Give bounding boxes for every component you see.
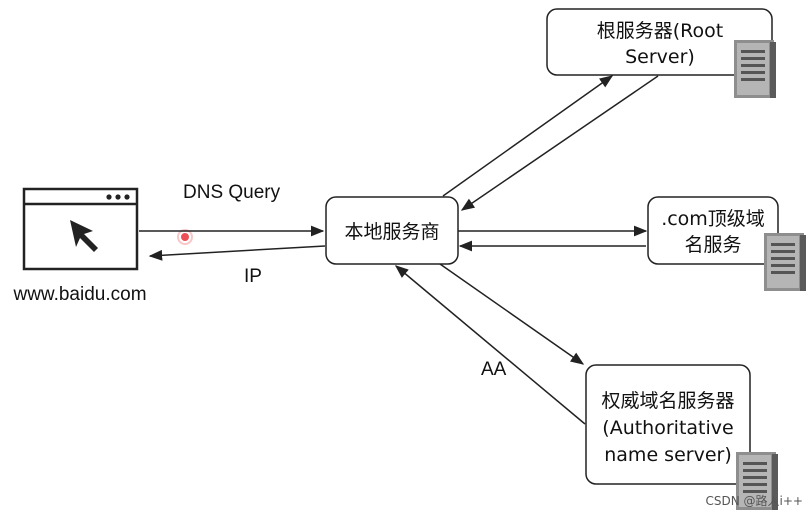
watermark: CSDN @路人i++ [706,493,803,508]
authoritative-query-arrow [439,263,585,365]
root-query-arrow [442,75,614,197]
tld-server-node: .com顶级域 名服务 [647,196,779,265]
local-resolver-node: 本地服务商 [325,196,459,265]
aa-label: AA [481,359,507,380]
root-server-node: 根服务器(Root Server) [546,8,773,76]
dns-query-label: DNS Query [183,182,281,203]
authoritative-label-line1: 权威域名服务器 [601,390,734,412]
tld-server-label-line1: .com顶级域 [661,208,765,230]
authoritative-label-line3: name server) [604,444,731,466]
client-caption: www.baidu.com [12,284,146,305]
tld-server-label-line2: 名服务 [684,234,741,256]
root-response-arrow [460,75,659,211]
root-server-label-line2: Server) [625,46,695,68]
root-server-icon [734,40,776,98]
browser-window-icon [22,187,139,271]
cursor-arrow-icon [70,220,98,252]
authoritative-server-node: 权威域名服务器 (Authoritative name server) [585,364,751,485]
tld-server-icon [764,233,806,291]
cursor-dot-icon [181,233,189,241]
ip-label: IP [244,266,262,287]
authoritative-label-line2: (Authoritative [602,417,733,439]
ip-response-arrow [148,245,326,261]
local-resolver-label: 本地服务商 [344,221,439,243]
authoritative-response-arrow [394,265,586,425]
root-server-label-line1: 根服务器(Root [597,20,723,42]
